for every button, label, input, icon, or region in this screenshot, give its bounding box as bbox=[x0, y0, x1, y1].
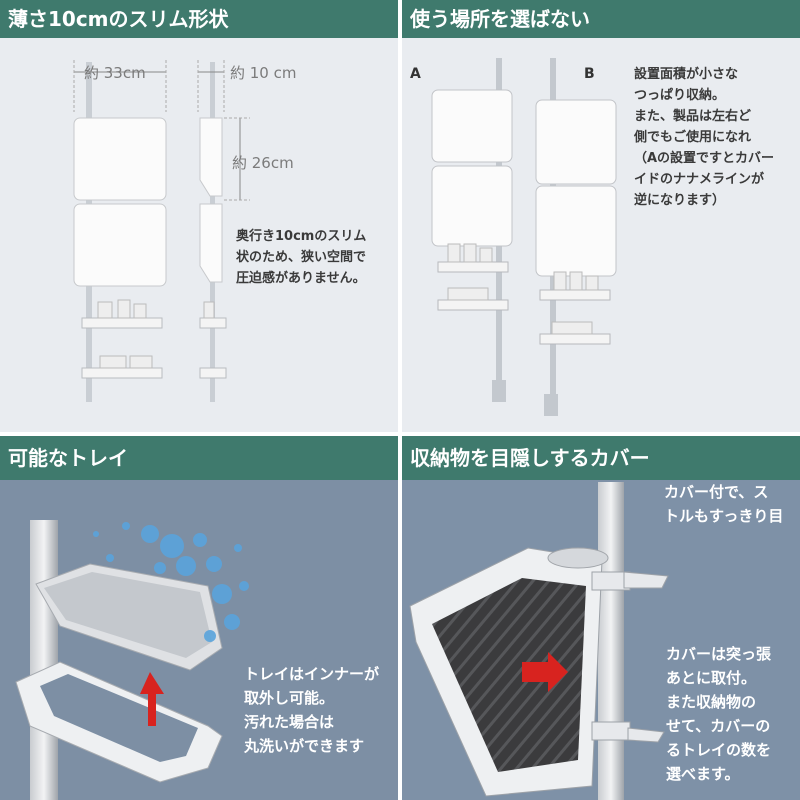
panel-title: 可能なトレイ bbox=[0, 436, 398, 480]
panel-title: 薄さ10cmのスリム形状 bbox=[0, 0, 398, 38]
panel-cover: 収納物を目隠しするカバー カバー付で、ス トルもすっきり目 カバーは突っ張 あと… bbox=[402, 436, 800, 800]
placement-description: 設置面積が小さな つっぱり収納。 また、製品は左右ど 側でもご使用になれ （Aの… bbox=[634, 67, 775, 208]
slim-product-illustration bbox=[73, 60, 250, 402]
cover-description: カバーは突っ張 あとに取付。 また収納物の せて、カバーの るトレイの数を 選べ… bbox=[666, 645, 772, 783]
panel-placement: 使う場所を選ばない A B 設置面積が小さな つっぱり収納。 また、製品は左右ど… bbox=[402, 0, 800, 432]
slim-description: 奥行き10cmのスリム 状のため、狭い空間で 圧迫感がありません。 bbox=[236, 229, 367, 286]
label-b: B bbox=[584, 66, 595, 82]
panel-slim-shape: 薄さ10cmのスリム形状 約 33cm 約 10 bbox=[0, 0, 398, 432]
label-a: A bbox=[410, 66, 421, 82]
panel-title: 収納物を目隠しするカバー bbox=[402, 436, 800, 480]
placement-illustration bbox=[431, 58, 617, 416]
tray-illustration bbox=[15, 520, 249, 800]
panel-removable-tray: 可能なトレイ トレイはインナーが 取外し可能。 汚れた場合は 丸洗いができます bbox=[0, 436, 398, 800]
cover-illustration bbox=[409, 482, 669, 800]
depth-dimension-label: 約 10 cm bbox=[230, 64, 297, 82]
panel-title: 使う場所を選ばない bbox=[402, 0, 800, 38]
height-dimension-label: 約 26cm bbox=[232, 154, 294, 172]
tray-description: トレイはインナーが 取外し可能。 汚れた場合は 丸洗いができます bbox=[244, 665, 380, 755]
width-dimension-label: 約 33cm bbox=[84, 64, 146, 82]
cover-description-top: カバー付で、ス トルもすっきり目 bbox=[664, 483, 784, 525]
